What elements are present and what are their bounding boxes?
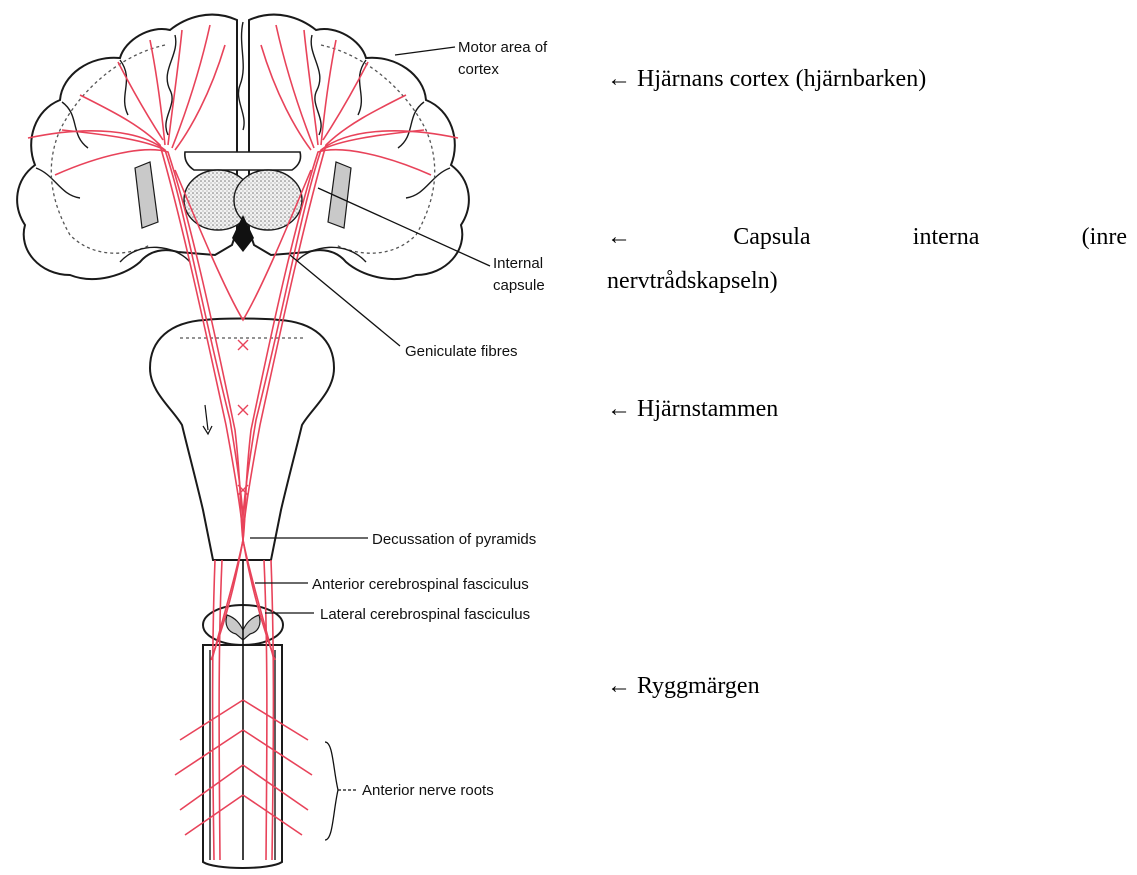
spinal-cord: [203, 560, 283, 868]
swedish-label-cortex: ←Hjärnans cortex (hjärnbarken): [607, 57, 926, 101]
label-motor-area-line1: Motor area of: [458, 39, 548, 56]
label-anterior-fasciculus: Anterior cerebrospinal fasciculus: [312, 576, 529, 593]
cortex-text: Hjärnans cortex (hjärnbarken): [637, 66, 926, 92]
swedish-label-capsula: ← Capsula interna (inre nervtrådskapseln…: [607, 215, 1127, 303]
label-geniculate-fibres: Geniculate fibres: [405, 343, 518, 360]
label-lateral-fasciculus: Lateral cerebrospinal fasciculus: [320, 606, 530, 623]
label-decussation: Decussation of pyramids: [372, 531, 536, 548]
label-internal-capsule-line2: capsule: [493, 277, 545, 294]
label-anterior-nerve-roots: Anterior nerve roots: [362, 782, 494, 799]
brainstem-text: Hjärnstammen: [637, 396, 778, 422]
left-arrow-icon: ←: [607, 664, 631, 708]
left-arrow-icon: ←: [607, 215, 631, 259]
capsula-word-3: (inre: [1082, 215, 1127, 259]
label-motor-area-line2: cortex: [458, 61, 499, 78]
left-arrow-icon: ←: [607, 387, 631, 431]
swedish-label-spinal-cord: ←Ryggmärgen: [607, 664, 760, 708]
label-internal-capsule-line1: Internal: [493, 255, 543, 272]
capsula-line-2: nervtrådskapseln): [607, 259, 1127, 303]
left-arrow-icon: ←: [607, 57, 631, 101]
swedish-label-brainstem: ←Hjärnstammen: [607, 387, 778, 431]
spinal-cord-text: Ryggmärgen: [637, 673, 760, 699]
capsula-word-2: interna: [913, 215, 980, 259]
capsula-word-1: Capsula: [733, 215, 810, 259]
